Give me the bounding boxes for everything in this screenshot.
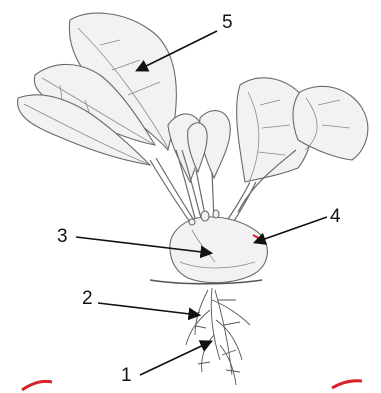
pointer-1 xyxy=(140,342,210,375)
label-4: 4 xyxy=(330,206,341,227)
bulb xyxy=(170,210,268,283)
pointer-4 xyxy=(256,217,327,242)
label-3: 3 xyxy=(57,226,68,247)
label-1: 1 xyxy=(121,365,132,386)
pointer-2 xyxy=(98,303,198,315)
label-2: 2 xyxy=(82,288,93,309)
red-mark-right xyxy=(332,381,362,388)
leaves xyxy=(18,13,368,182)
roots xyxy=(186,288,250,385)
label-5: 5 xyxy=(222,12,233,33)
red-mark-left xyxy=(22,381,52,390)
